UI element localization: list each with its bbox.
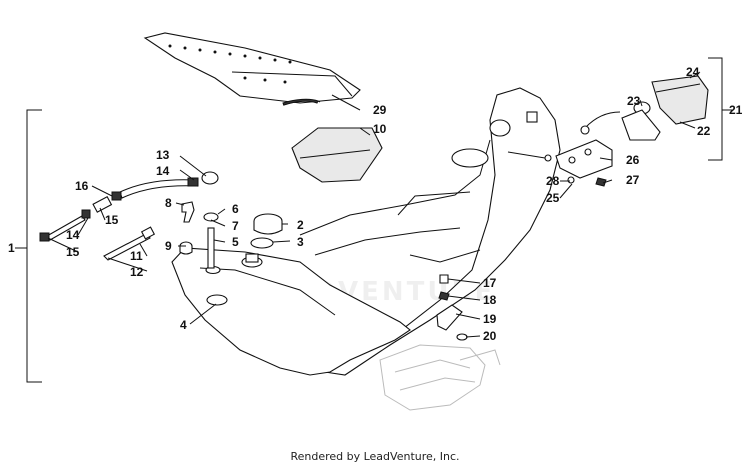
callout-10: 10 (373, 122, 387, 136)
callout-22: 22 (697, 124, 711, 138)
callout-27: 27 (626, 173, 640, 187)
hose-part (103, 226, 156, 261)
assembly-bracket-right (708, 57, 732, 161)
callout-7: 7 (232, 219, 239, 233)
callout-26: 26 (626, 153, 640, 167)
callout-15a: 15 (105, 213, 119, 227)
callout-17: 17 (483, 276, 497, 290)
callout-12: 12 (130, 265, 144, 279)
callout-23: 23 (627, 94, 641, 108)
callout-14b: 14 (66, 228, 80, 242)
assembly-bracket-left (15, 109, 42, 383)
seat-base-part (299, 87, 561, 376)
taillight-housing-part (621, 75, 709, 141)
fuel-cap-part (253, 213, 283, 235)
callout-16: 16 (75, 179, 89, 193)
callout-4: 4 (180, 318, 187, 332)
callout-19: 19 (483, 312, 497, 326)
elbow-fitting-part (181, 201, 195, 223)
callout-1: 1 (8, 241, 15, 255)
footer-credit: Rendered by LeadVenture, Inc. (290, 450, 460, 463)
callout-20: 20 (483, 329, 497, 343)
callout-14a: 14 (156, 164, 170, 178)
callout-3: 3 (297, 235, 304, 249)
callout-8: 8 (165, 196, 172, 210)
callout-21: 21 (729, 103, 743, 117)
callout-24: 24 (686, 65, 700, 79)
gasket-part (250, 237, 274, 249)
leader-lines (47, 71, 701, 338)
engine-background (379, 344, 501, 411)
callout-28: 28 (546, 174, 560, 188)
fuel-tank-part (171, 247, 411, 376)
callout-labels: 1 2 3 4 5 6 7 8 9 10 11 12 13 14 14 15 1… (8, 65, 743, 343)
callout-9: 9 (165, 239, 172, 253)
callout-6: 6 (232, 202, 239, 216)
callout-25: 25 (546, 191, 560, 205)
seat-cover-part (143, 32, 361, 106)
callout-29: 29 (373, 103, 387, 117)
callout-13: 13 (156, 148, 170, 162)
vent-grommet-parts (179, 212, 219, 269)
callout-15b: 15 (66, 245, 80, 259)
callout-5: 5 (232, 235, 239, 249)
taillight-bracket-parts (544, 139, 613, 187)
mount-bracket-parts (436, 274, 468, 341)
callout-11: 11 (130, 249, 143, 263)
callout-18: 18 (483, 293, 497, 307)
seat-pad-part (291, 127, 383, 183)
callout-2: 2 (297, 218, 304, 232)
